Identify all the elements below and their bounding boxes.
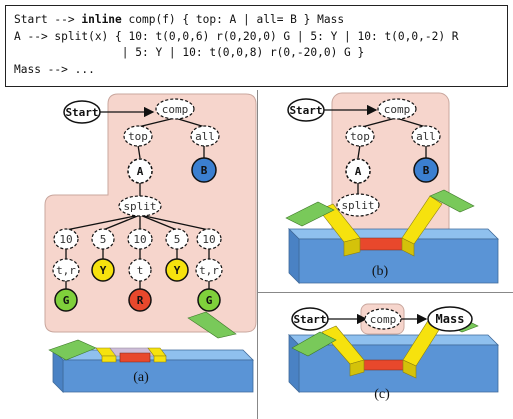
scene-a (48, 311, 254, 393)
svg-text:t: t (137, 264, 144, 277)
split-node: split (118, 195, 162, 217)
svg-text:Start: Start (65, 106, 98, 119)
b-node: B (191, 157, 217, 183)
green-node-2: G (197, 288, 221, 312)
op-node-1: t,r (52, 258, 80, 282)
panel-divider-vertical (257, 90, 258, 419)
svg-text:B: B (423, 164, 430, 177)
all-node: all (190, 125, 220, 147)
svg-text:10: 10 (202, 233, 215, 246)
a-node: A (127, 158, 153, 184)
grammar-line-2: A --> split(x) { 10: t(0,0,6) r(0,20,0) … (14, 29, 459, 43)
svg-text:A: A (137, 165, 144, 178)
panel-b: Start comp top all A B (285, 92, 499, 284)
start-node: Start (63, 100, 101, 124)
panel-c: Start comp Mass (c) (288, 303, 499, 402)
caption-b: (b) (372, 264, 389, 279)
scene-b (285, 189, 499, 284)
width-node-1: 10 (53, 228, 79, 250)
all-node-b: all (411, 125, 441, 147)
panel-a: Start comp top all A B split (44, 93, 257, 393)
svg-text:top: top (128, 130, 148, 143)
a-node-b: A (345, 158, 371, 184)
svg-text:Y: Y (174, 264, 181, 277)
svg-text:5: 5 (100, 233, 107, 246)
svg-text:split: split (123, 200, 156, 213)
top-node-b: top (345, 125, 375, 147)
svg-text:t,r: t,r (199, 264, 219, 277)
caption-a: (a) (133, 370, 149, 385)
top-node: top (123, 125, 153, 147)
svg-text:Mass: Mass (436, 312, 465, 326)
svg-text:comp: comp (370, 313, 397, 326)
width-node-2: 5 (91, 228, 115, 250)
comp-node-c: comp (364, 308, 402, 330)
split-node-b: split (336, 193, 380, 217)
grammar-line-4: Mass --> ... (14, 62, 95, 76)
svg-text:10: 10 (133, 233, 146, 246)
red-node: R (128, 288, 152, 312)
start-node-c: Start (291, 307, 329, 331)
svg-text:comp: comp (384, 103, 411, 116)
svg-text:A: A (355, 165, 362, 178)
op-node-5: t,r (195, 258, 223, 282)
caption-c: (c) (374, 387, 390, 402)
width-node-4: 5 (165, 228, 189, 250)
svg-text:comp: comp (162, 103, 189, 116)
svg-text:Y: Y (100, 264, 107, 277)
width-node-3: 10 (127, 228, 153, 250)
svg-text:Start: Start (289, 104, 322, 117)
start-node-b: Start (287, 98, 325, 122)
scene-c (288, 309, 499, 393)
svg-text:all: all (195, 130, 215, 143)
keyword-inline: inline (81, 13, 122, 26)
panel-divider-horizontal (258, 292, 513, 293)
width-node-5: 10 (196, 228, 222, 250)
svg-text:Start: Start (293, 313, 326, 326)
svg-text:B: B (201, 164, 208, 177)
comp-node-b: comp (377, 98, 417, 120)
svg-text:G: G (206, 294, 213, 307)
grammar-line-1: Start --> inline comp(f) { top: A | all=… (14, 13, 345, 26)
svg-text:all: all (416, 130, 436, 143)
svg-text:R: R (137, 294, 144, 307)
svg-text:10: 10 (59, 233, 72, 246)
yellow-node-1: Y (91, 258, 115, 282)
b-node-b: B (413, 157, 439, 183)
svg-text:5: 5 (174, 233, 181, 246)
svg-text:G: G (63, 294, 70, 307)
grammar-code-box: Start --> inline comp(f) { top: A | all=… (5, 5, 508, 87)
mass-node-c: Mass (427, 306, 473, 332)
op-node-3: t (128, 258, 152, 282)
yellow-node-2: Y (165, 258, 189, 282)
green-node-1: G (54, 288, 78, 312)
svg-text:split: split (341, 199, 374, 212)
grammar-line-3: | 5: Y | 10: t(0,0,8) r(0,-20,0) G } (14, 46, 365, 59)
svg-text:top: top (350, 130, 370, 143)
comp-node: comp (155, 98, 195, 120)
svg-text:t,r: t,r (56, 264, 76, 277)
